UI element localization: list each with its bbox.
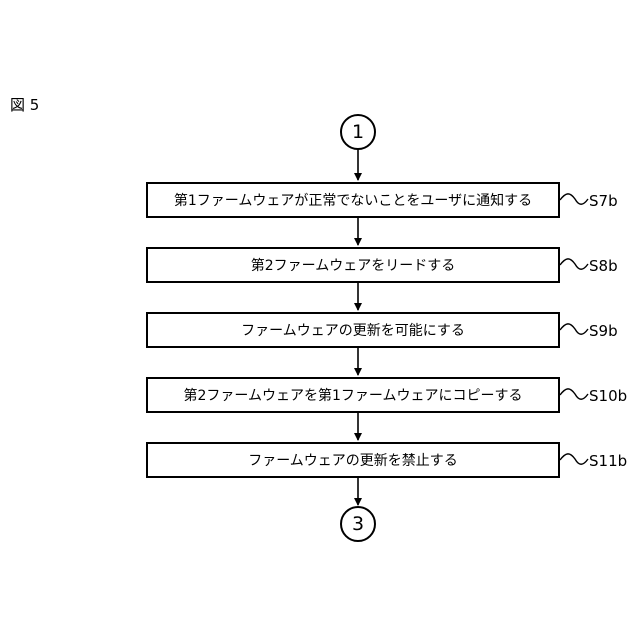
leader-s10b bbox=[560, 389, 588, 399]
step-box-s9b: ファームウェアの更新を可能にする bbox=[146, 312, 560, 348]
step-box-s8b: 第2ファームウェアをリードする bbox=[146, 247, 560, 283]
step-box-s7b: 第1ファームウェアが正常でないことをユーザに通知する bbox=[146, 182, 560, 218]
step-id-s7b: S7b bbox=[589, 192, 618, 210]
step-id-s11b: S11b bbox=[589, 452, 627, 470]
step-id-s9b: S9b bbox=[589, 322, 618, 340]
end-connector-label: 3 bbox=[340, 506, 376, 542]
step-box-s10b: 第2ファームウェアを第1ファームウェアにコピーする bbox=[146, 377, 560, 413]
start-connector-label: 1 bbox=[340, 114, 376, 150]
step-id-s8b: S8b bbox=[589, 257, 618, 275]
step-id-s10b: S10b bbox=[589, 387, 627, 405]
leader-s11b bbox=[560, 454, 588, 464]
step-box-s11b: ファームウェアの更新を禁止する bbox=[146, 442, 560, 478]
leader-s8b bbox=[560, 259, 588, 269]
leader-s7b bbox=[560, 194, 588, 204]
leader-s9b bbox=[560, 324, 588, 334]
